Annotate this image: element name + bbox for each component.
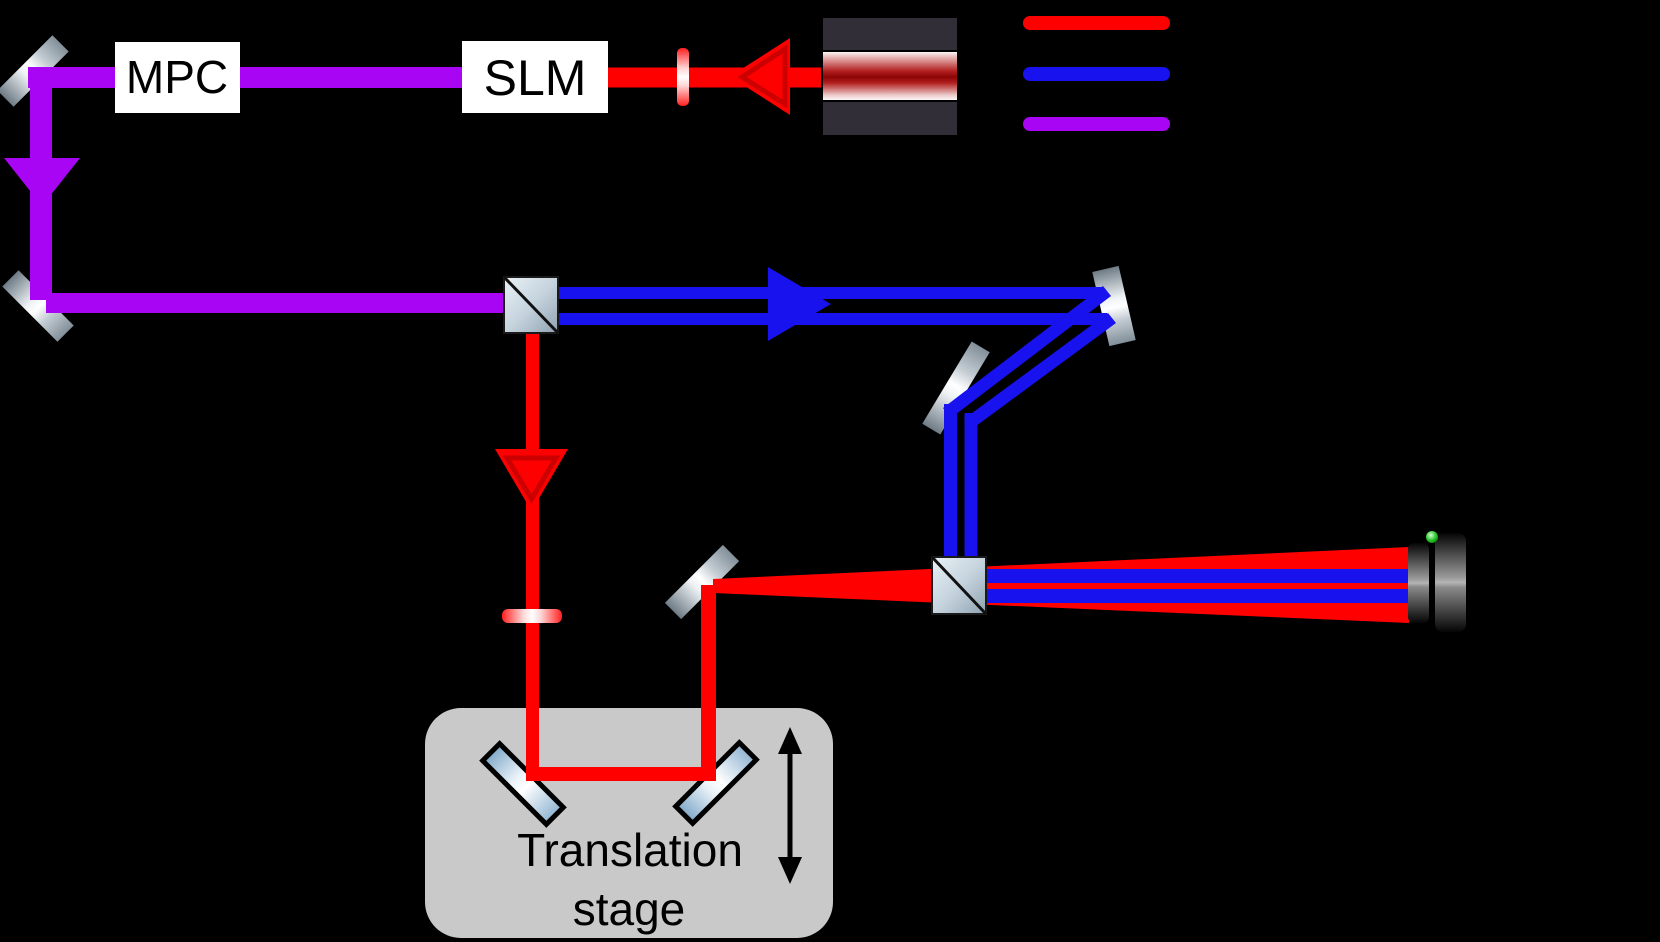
mpc-box: MPC (115, 42, 240, 113)
laser-gain-stripe (821, 50, 959, 102)
blue-beams-to-camera (986, 569, 1409, 603)
mpc-box-rect (115, 42, 240, 113)
blue-stripe-top (986, 569, 1409, 583)
blue-beam-diagonal-1 (943, 286, 1111, 418)
purple-beam-to-splitter (46, 293, 510, 313)
mirror-right-icon (1092, 265, 1136, 347)
legend (1023, 16, 1170, 131)
lens-horizontal-icon (502, 609, 562, 623)
camera-body (1435, 533, 1466, 632)
red-beam-stage-horizontal (526, 767, 716, 781)
mirror-red-recombine-icon (664, 544, 740, 620)
blue-beam-arrow-icon (768, 267, 831, 341)
red-beam-path (495, 38, 1409, 781)
purple-beam-arrow-icon (4, 158, 80, 206)
laser-icon (821, 16, 959, 137)
blue-beam-diagonal-2 (964, 313, 1116, 429)
blue-beam-horizontal-top (552, 287, 1103, 299)
blue-beam-horizontal-bottom (552, 313, 1107, 325)
mirror-fold-icon (922, 341, 990, 435)
camera-led-icon (1426, 531, 1438, 543)
mirrors (0, 35, 1136, 828)
red-beam-stage-up (701, 585, 716, 775)
translation-stage-label-line2: stage (573, 883, 686, 935)
translation-stage: Translation stage (425, 708, 833, 938)
beam-splitters (502, 275, 988, 616)
red-beam-diverging-wedge (713, 547, 1409, 623)
slm-box-rect (462, 41, 608, 113)
red-arrow-down-inner-outline (502, 455, 561, 504)
slm-box: SLM (462, 41, 608, 113)
translation-stage-label-line1: Translation (517, 824, 743, 876)
mirror-left-icon (2, 270, 74, 342)
blue-stripe-bottom (986, 589, 1409, 603)
beam-splitter-cube-2-icon (930, 555, 988, 616)
camera-icon (1408, 531, 1466, 632)
red-beam-laser-to-slm (604, 67, 824, 88)
red-arrow-inner-outline (737, 44, 788, 109)
lens-vertical-icon (677, 48, 689, 106)
mpc-label: MPC (126, 51, 228, 103)
slm-label: SLM (484, 50, 587, 106)
blue-beam-vertical-right (964, 413, 978, 560)
purple-beam-mpc-to-slm (240, 67, 470, 88)
beam-splitter-cube-1-icon (502, 275, 560, 335)
red-beam-vertical (526, 330, 539, 775)
blue-beam-path (552, 267, 1116, 560)
purple-beam-path (4, 67, 510, 313)
camera-lens-ring (1408, 543, 1429, 623)
stage-motion-arrow-icon (778, 727, 802, 884)
blue-beam-vertical-left (944, 404, 957, 560)
